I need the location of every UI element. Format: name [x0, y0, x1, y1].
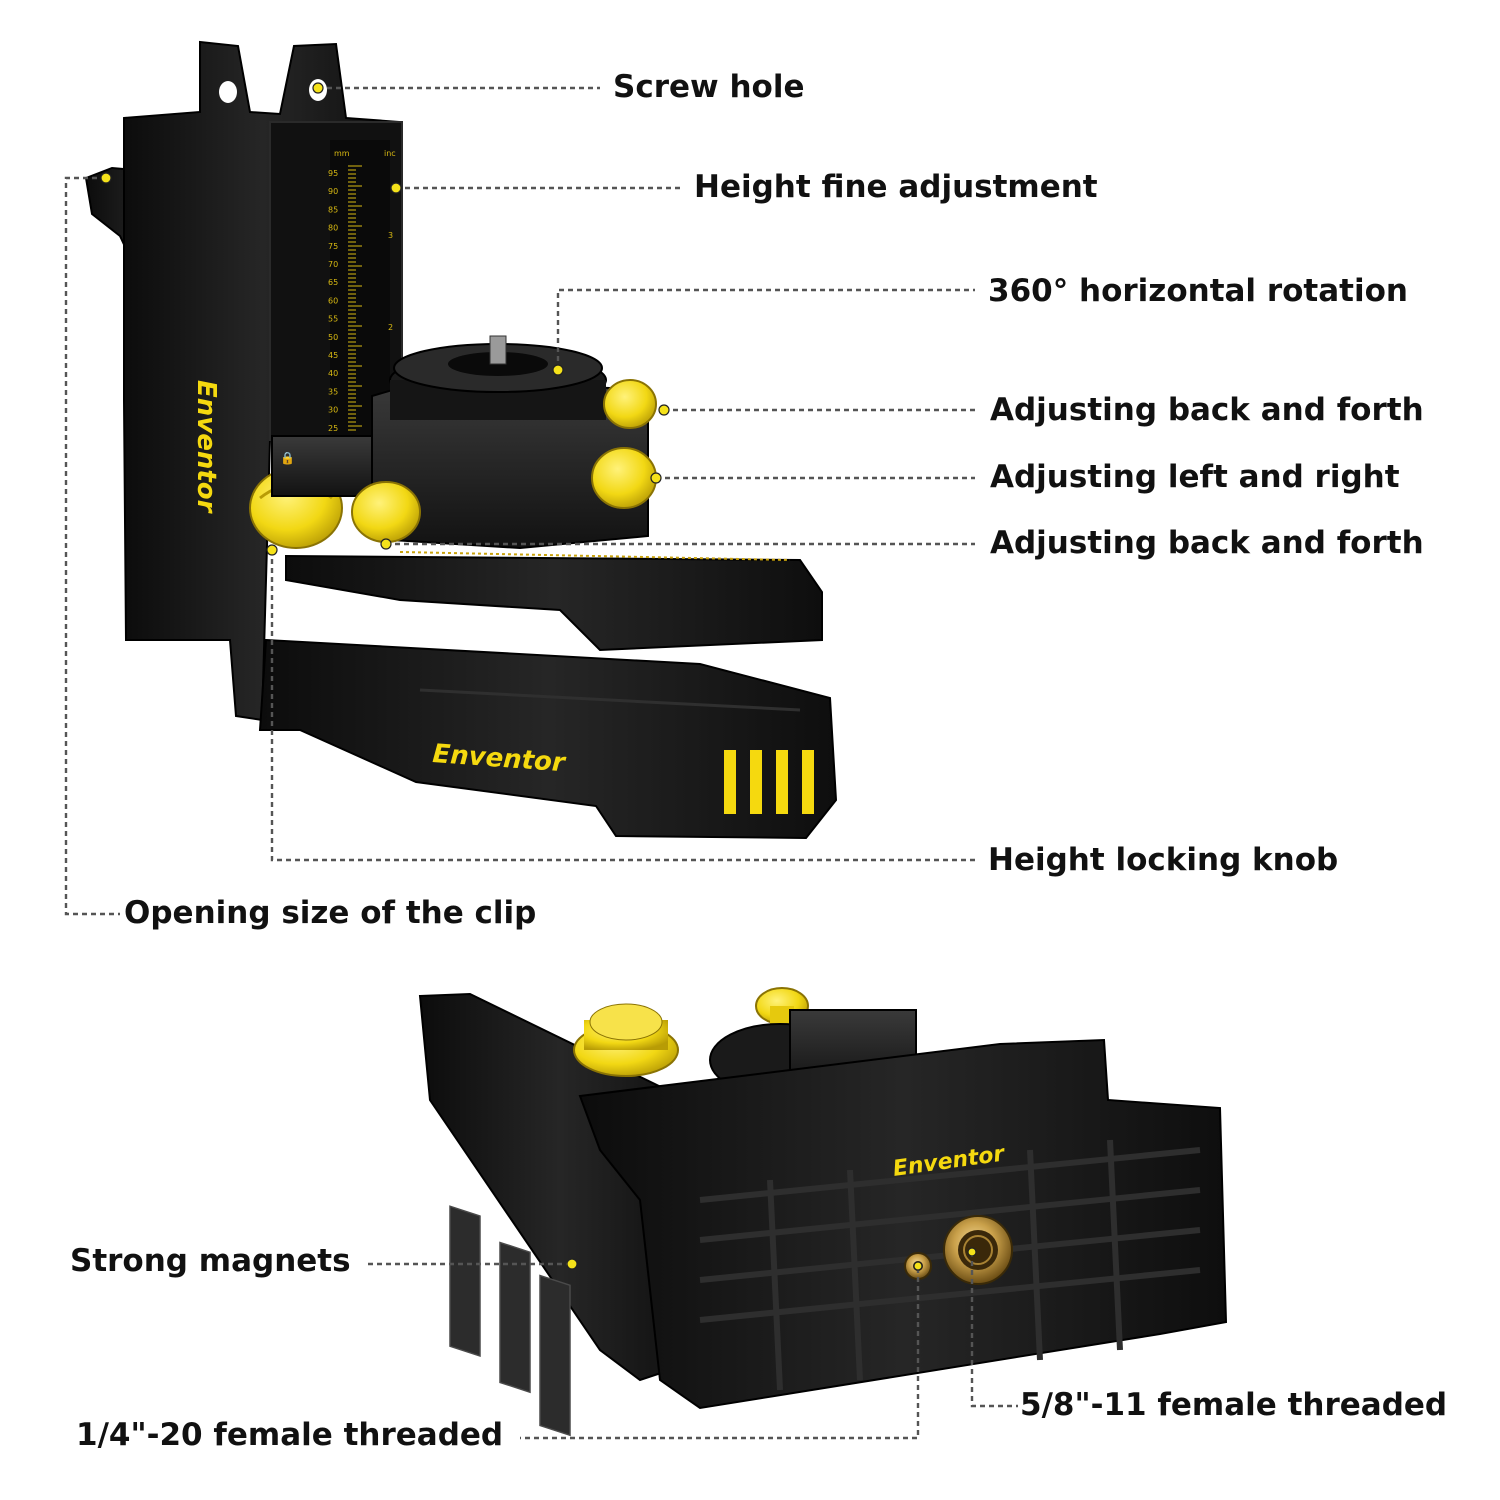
scale-mm-tick-label: 45: [328, 351, 338, 360]
callout-horizontal-rotation: 360° horizontal rotation: [988, 273, 1408, 309]
magnet-icon: [449, 1205, 571, 1437]
scale-mm-tick-label: 25: [328, 424, 338, 433]
scale-mm-tick-label: 95: [328, 169, 338, 178]
anchor-dots: [100, 82, 977, 1271]
mount-screw: [489, 335, 507, 365]
plate-grid: [699, 1139, 1201, 1391]
callout-clip-opening: Opening size of the clip: [124, 895, 537, 931]
callout-adjusting-left-right: Adjusting left and right: [990, 459, 1400, 495]
callout-height-fine-adjustment: Height fine adjustment: [694, 169, 1098, 205]
callout-adjusting-back-forth-bottom: Adjusting back and forth: [990, 525, 1424, 561]
scale-inch-label: inc: [384, 149, 396, 158]
callout-strong-magnets: Strong magnets: [70, 1243, 351, 1279]
scale-mm-tick-label: 85: [328, 205, 338, 214]
brand-logo-side: Enventor: [191, 380, 221, 515]
bracket-upper-view: mm inc 95 90 85 80 75 70 65 60 55 50 45 40 35 30 25 3 2 En…: [84, 40, 838, 840]
base-stripes: [724, 750, 814, 814]
scale-inch-tick-label: 2: [388, 323, 393, 332]
slide-rail: [285, 554, 823, 652]
scale-mm-tick-label: 40: [328, 369, 338, 378]
callout-adjusting-back-forth-top: Adjusting back and forth: [990, 392, 1424, 428]
scale-mm-tick-label: 75: [328, 242, 338, 251]
scale-mm-tick-label: 50: [328, 333, 338, 342]
bracket-lower-view: Enventor: [418, 987, 1228, 1437]
scale-mm-tick-label: 60: [328, 296, 338, 305]
bottom-plate: [578, 1038, 1228, 1410]
callout-thread-quarter: 1/4"-20 female threaded: [76, 1417, 504, 1453]
scale-mm-tick-label: 70: [328, 260, 338, 269]
leader-lines: [64, 86, 1018, 1440]
callout-thread-five-eighths: 5/8"-11 female threaded: [1020, 1387, 1448, 1423]
callout-height-locking-knob: Height locking knob: [988, 842, 1339, 878]
scale-mm-tick-label: 35: [328, 387, 338, 396]
scale-mm-tick-label: 80: [328, 224, 338, 233]
height-scale: mm inc 95 90 85 80 75 70 65 60 55 50 45 40 35 30 25 3 2: [328, 149, 396, 433]
scale-inch-tick-label: 3: [388, 231, 393, 240]
base-plate: [258, 638, 838, 840]
scale-mm-tick-label: 65: [328, 278, 338, 287]
scale-mm-tick-label: 90: [328, 187, 338, 196]
lock-icon: 🔒: [280, 451, 295, 465]
callout-screw-hole: Screw hole: [613, 69, 805, 105]
scale-mm-label: mm: [334, 149, 350, 158]
scale-mm-tick-label: 55: [328, 315, 338, 324]
scale-mm-tick-label: 30: [328, 406, 338, 415]
